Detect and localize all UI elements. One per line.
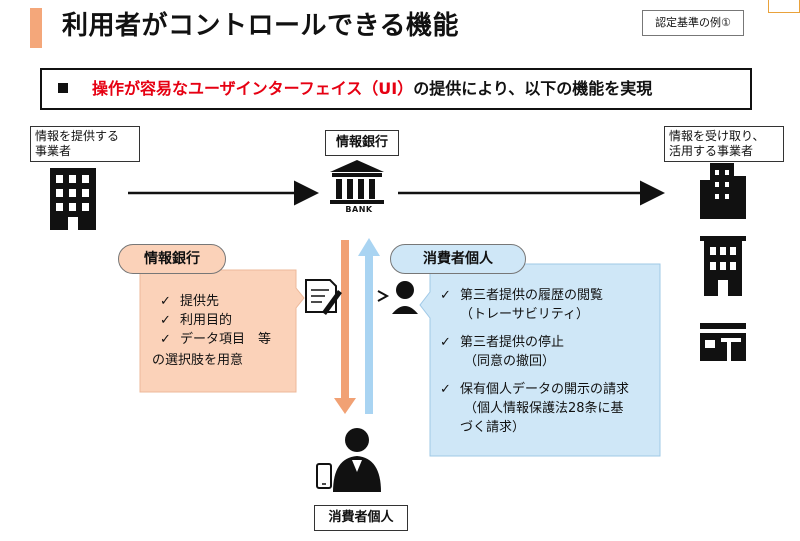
- consumer-pill: 消費者個人: [390, 244, 526, 274]
- document-edit-icon: [305, 279, 342, 315]
- consumer-functions-panel: [419, 263, 661, 457]
- title-accent-bar: [30, 8, 42, 48]
- consumer-label: 消費者個人: [314, 505, 408, 531]
- check-icon: ✓: [160, 294, 171, 309]
- receiver-label-line2: 活用する事業者: [669, 144, 754, 158]
- bank-label: 情報銀行: [325, 130, 399, 156]
- bank-options-footer: の選択肢を用意: [152, 353, 244, 368]
- blue-up-arrow: [358, 238, 380, 414]
- list-item: ✓保有個人データの開示の請求 （個人情報保護法28条に基 づく請求）: [440, 382, 630, 435]
- bank-icon: [330, 160, 384, 204]
- receiver-building-icon: [700, 236, 746, 296]
- receiver-label: 情報を受け取り、 活用する事業者: [664, 126, 784, 162]
- bank-icon-label: BANK: [345, 205, 373, 214]
- bank-options-panel: [139, 269, 305, 393]
- bank-pill: 情報銀行: [118, 244, 226, 274]
- smartphone-icon: [316, 463, 332, 489]
- bank-options-content: ✓提供先 ✓利用目的 ✓データ項目 等: [160, 292, 296, 349]
- consumer-functions-content: ✓第三者提供の履歴の閲覧 （トレーサビリティ） ✓第三者提供の停止 （同意の撤回…: [440, 286, 656, 437]
- list-item: ✓第三者提供の履歴の閲覧 （トレーサビリティ）: [440, 288, 604, 322]
- banner-highlight: 操作が容易なユーザインターフェイス（UI）: [92, 79, 414, 98]
- receiver-label-line1: 情報を受け取り、: [669, 129, 765, 143]
- consumer-person-icon: [333, 428, 381, 492]
- list-item: ✓利用目的: [160, 313, 233, 328]
- check-icon: ✓: [440, 288, 451, 303]
- bullet-square-icon: [58, 82, 68, 93]
- feature-banner: 操作が容易なユーザインターフェイス（UI）の提供により、以下の機能を実現: [40, 68, 752, 110]
- receiver-storefront-icon: [700, 323, 746, 361]
- bank-options-list: ✓提供先 ✓利用目的 ✓データ項目 等: [160, 292, 296, 349]
- provider-label: 情報を提供する 事業者: [30, 126, 140, 162]
- page-title: 利用者がコントロールできる機能: [62, 11, 459, 41]
- list-item: ✓第三者提供の停止 （同意の撤回）: [440, 335, 565, 369]
- check-icon: ✓: [160, 332, 171, 347]
- banner-text: の提供により、以下の機能を実現: [413, 79, 653, 98]
- speaking-person-icon: [377, 281, 418, 314]
- list-item: ✓提供先: [160, 294, 220, 309]
- list-item: ✓データ項目 等: [160, 332, 272, 347]
- receiver-office-tower-icon: [700, 163, 746, 219]
- provider-label-line2: 事業者: [35, 144, 72, 158]
- orange-down-arrow: [334, 240, 356, 414]
- check-icon: ✓: [160, 313, 171, 328]
- provider-building-icon: [50, 168, 96, 230]
- check-icon: ✓: [440, 382, 451, 397]
- provider-label-line1: 情報を提供する: [35, 129, 120, 143]
- criteria-badge: 認定基準の例①: [642, 10, 744, 36]
- check-icon: ✓: [440, 335, 451, 350]
